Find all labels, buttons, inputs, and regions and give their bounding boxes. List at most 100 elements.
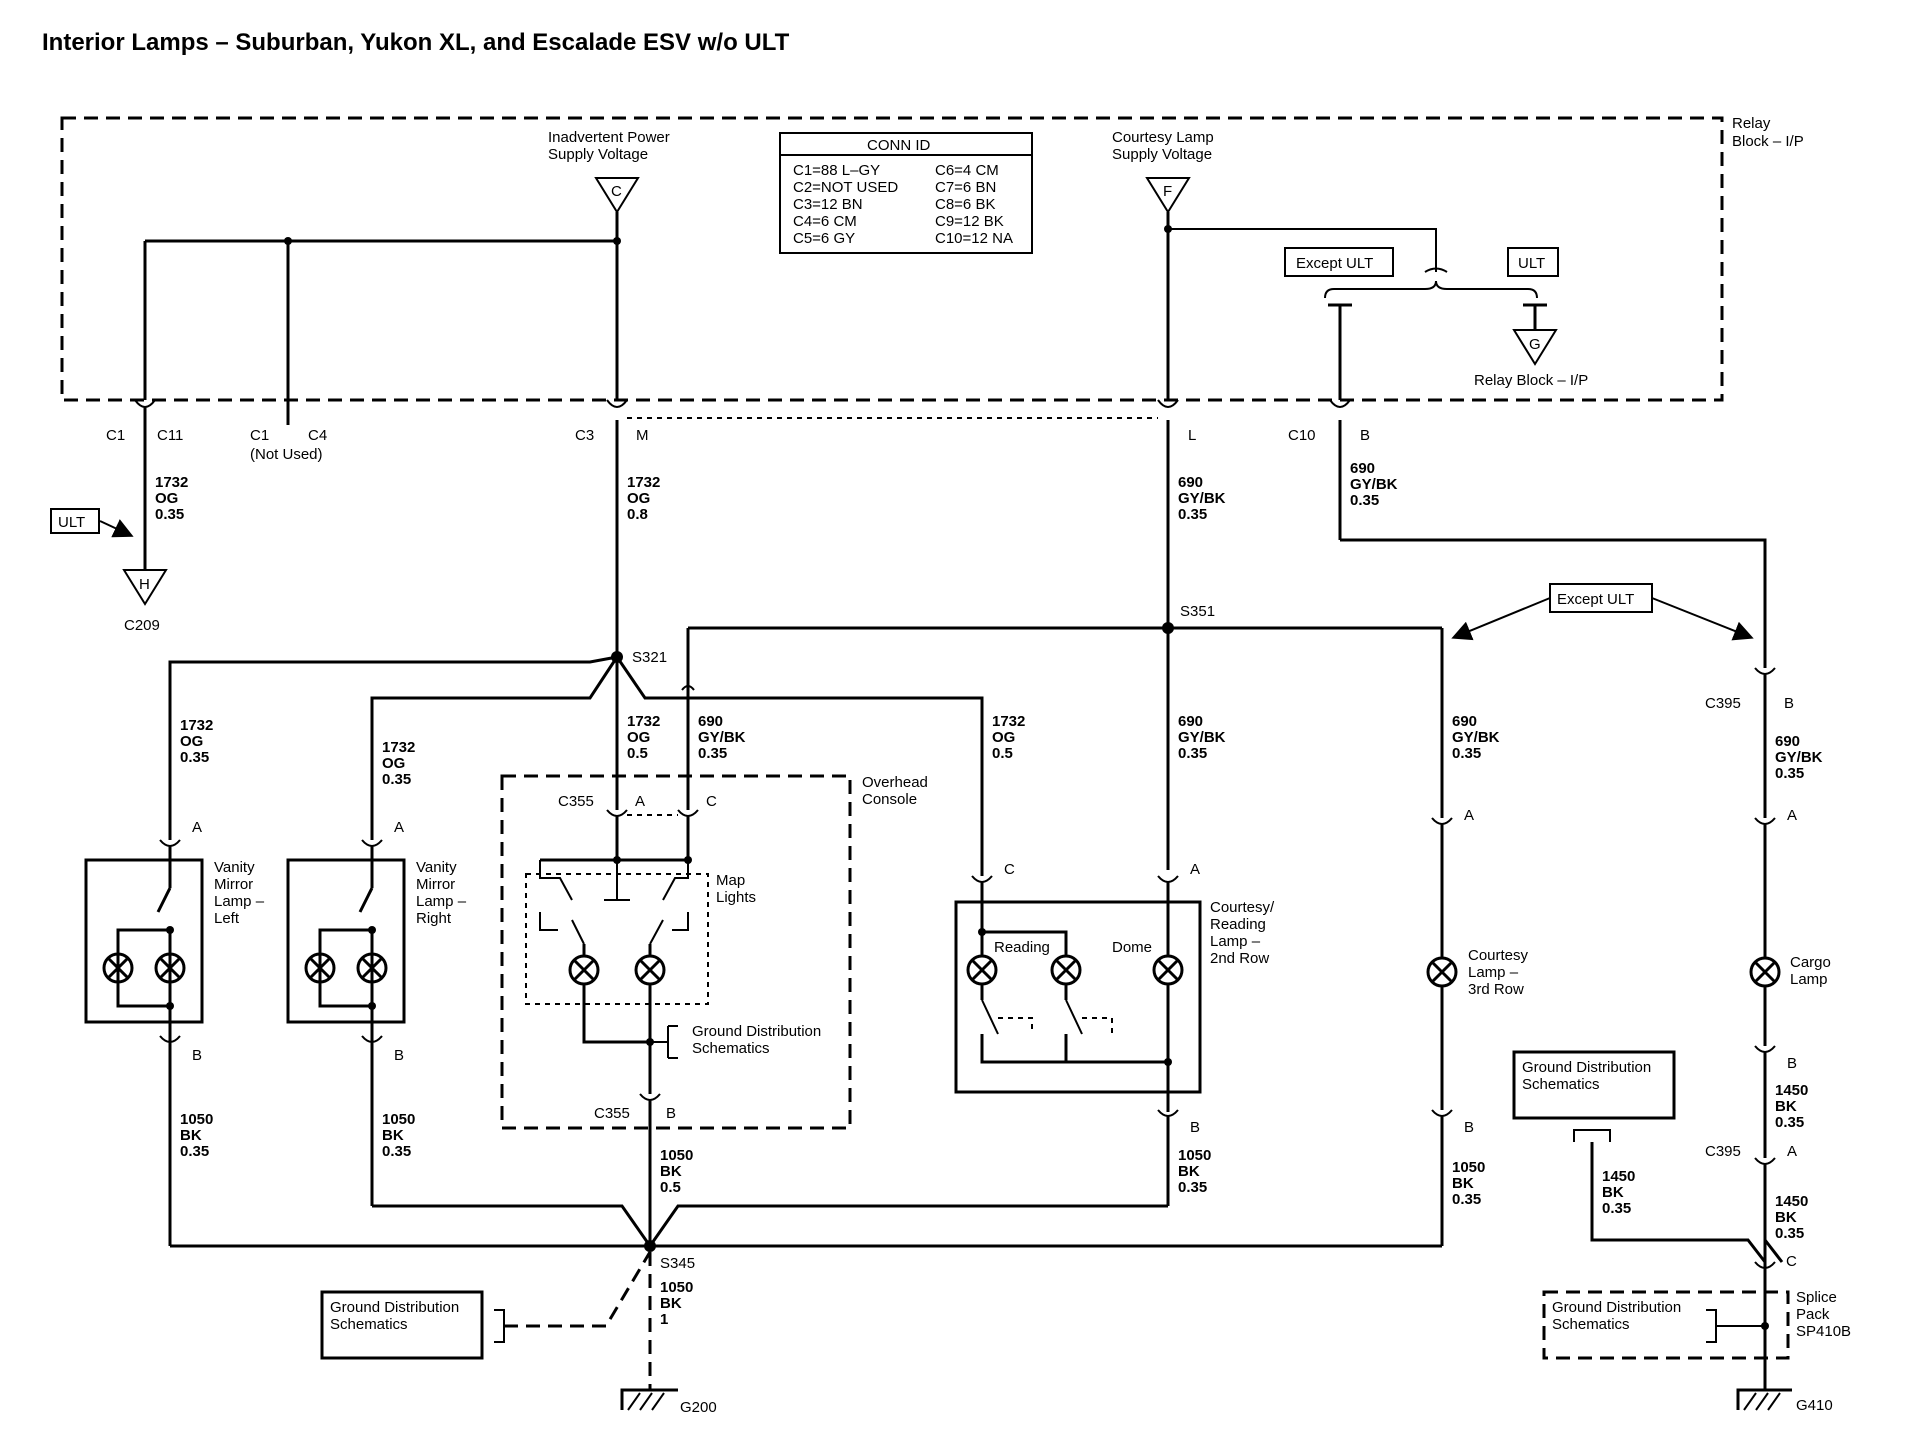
connector-vl-a — [159, 839, 181, 847]
bulb-icon — [1152, 954, 1184, 986]
wire-num: 1450 — [1602, 1168, 1635, 1185]
vanity-left-label: Mirror — [214, 876, 253, 893]
courtesy-2nd-label: Lamp – — [1210, 933, 1261, 950]
wire-crossover — [1424, 267, 1448, 273]
c395-label: C395 — [1705, 695, 1741, 712]
ground-bus-upper — [372, 1204, 1168, 1247]
vanity-right-switch — [358, 887, 374, 913]
wire-num: 690 — [1775, 733, 1800, 750]
overhead-console-boundary — [500, 774, 852, 1130]
courtesy-2nd-box — [954, 900, 1202, 1094]
wire-color: OG — [627, 729, 650, 746]
wire — [1763, 1239, 1784, 1263]
except-ult-text: Except ULT — [1296, 255, 1373, 272]
inadvertent-label-2: Supply Voltage — [548, 146, 648, 163]
connector-c355-a — [606, 809, 628, 817]
gnd-dist-box-right — [1512, 1050, 1676, 1120]
wire — [980, 1034, 1168, 1064]
label-c11: C11 — [157, 427, 183, 444]
wire-num: 690 — [1178, 474, 1203, 491]
wire-size: 0.35 — [1775, 1114, 1804, 1131]
splice-s345-label: S345 — [660, 1255, 695, 1272]
g200-label: G200 — [680, 1399, 717, 1416]
wire — [318, 928, 372, 1008]
wire-num: 1450 — [1775, 1082, 1808, 1099]
wire-size: 0.35 — [1178, 745, 1207, 762]
bulb-icon — [1749, 956, 1781, 988]
gnd-dist-label: Schematics — [692, 1040, 770, 1057]
label-b: B — [1360, 427, 1370, 444]
wire-size: 1 — [660, 1311, 668, 1328]
wire-size: 0.5 — [992, 745, 1013, 762]
wire-size: 0.35 — [1775, 765, 1804, 782]
wire-color: OG — [992, 729, 1015, 746]
wire-size: 0.35 — [1775, 1225, 1804, 1242]
wire-num: 1732 — [627, 713, 660, 730]
wire-color: BK — [1602, 1184, 1624, 1201]
courtesy-2nd-label: Courtesy/ — [1210, 899, 1275, 916]
wire-size: 0.35 — [382, 771, 411, 788]
wire-color: BK — [1775, 1098, 1797, 1115]
cargo-label: Lamp — [1790, 971, 1828, 988]
bulb-icon — [102, 952, 134, 984]
junction-dot — [1164, 1058, 1172, 1066]
gnd-dist-label: Ground Distribution — [692, 1023, 821, 1040]
connector-2nd-a — [1157, 875, 1179, 883]
splice-s351-label: S351 — [1180, 603, 1215, 620]
wire-color: OG — [382, 755, 405, 772]
label-c1b: C1 — [250, 427, 269, 444]
splice-pack-bracket — [1706, 1309, 1765, 1343]
wire-num: 690 — [1452, 713, 1477, 730]
wire-color: GY/BK — [698, 729, 746, 746]
courtesy-supply-pin: F — [1163, 183, 1172, 200]
except-ult-arrow-left — [1451, 597, 1551, 641]
wire-num: 690 — [698, 713, 723, 730]
connector-2nd-c — [971, 875, 993, 883]
wire-color: BK — [1178, 1163, 1200, 1180]
wire-size: 0.35 — [1452, 745, 1481, 762]
wire-num: 1050 — [1452, 1159, 1485, 1176]
vanity-left-box — [84, 858, 204, 1024]
map-light-switches — [539, 860, 689, 901]
pin-a: A — [192, 819, 202, 836]
inadvertent-pin: C — [611, 183, 622, 200]
splice-pack-boundary — [1542, 1290, 1790, 1360]
pin-a: A — [394, 819, 404, 836]
connector-cargo-b — [1754, 1045, 1776, 1053]
wire-num: 1050 — [1178, 1147, 1211, 1164]
pin-b: B — [1464, 1119, 1474, 1136]
connector-cargo-a — [1754, 817, 1776, 825]
connector-c395-a — [1754, 1157, 1776, 1165]
splice-pack-label: Splice — [1796, 1289, 1837, 1306]
wire-num: 1050 — [180, 1111, 213, 1128]
vanity-right-label: Right — [416, 910, 452, 927]
label-c10: C10 — [1288, 427, 1316, 444]
wire-color: BK — [1775, 1209, 1797, 1226]
gnd-dist-label: Ground Distribution — [1552, 1299, 1681, 1316]
label-c3: C3 — [575, 427, 594, 444]
c209-label: C209 — [124, 617, 160, 634]
label-c4: C4 — [308, 427, 327, 444]
pin-a: A — [1787, 1143, 1797, 1160]
overhead-console-label: Overhead — [862, 774, 928, 791]
conn-id-left-0: C1=88 L–GY — [793, 162, 880, 179]
vanity-right-box — [286, 858, 406, 1024]
reading-switches — [981, 999, 1083, 1035]
ult-tag-text: ULT — [58, 514, 85, 531]
conn-id-header: CONN ID — [867, 137, 931, 154]
relay-block-boundary — [60, 116, 1724, 402]
label-c1: C1 — [106, 427, 125, 444]
vanity-left-label: Vanity — [214, 859, 255, 876]
conn-id-left-1: C2=NOT USED — [793, 179, 898, 196]
courtesy-supply-label-2: Supply Voltage — [1112, 146, 1212, 163]
except-ult-tag — [1284, 247, 1394, 277]
map-lights-label: Lights — [716, 889, 756, 906]
pin-b: B — [394, 1047, 404, 1064]
connector-c3 — [606, 399, 628, 408]
vanity-left-label: Left — [214, 910, 240, 927]
wire-color: GY/BK — [1178, 729, 1226, 746]
courtesy-2nd-label: 2nd Row — [1210, 950, 1269, 967]
label-not-used: (Not Used) — [250, 446, 323, 463]
except-ult-arrow-right — [1651, 597, 1754, 641]
wire-size: 0.35 — [1602, 1200, 1631, 1217]
